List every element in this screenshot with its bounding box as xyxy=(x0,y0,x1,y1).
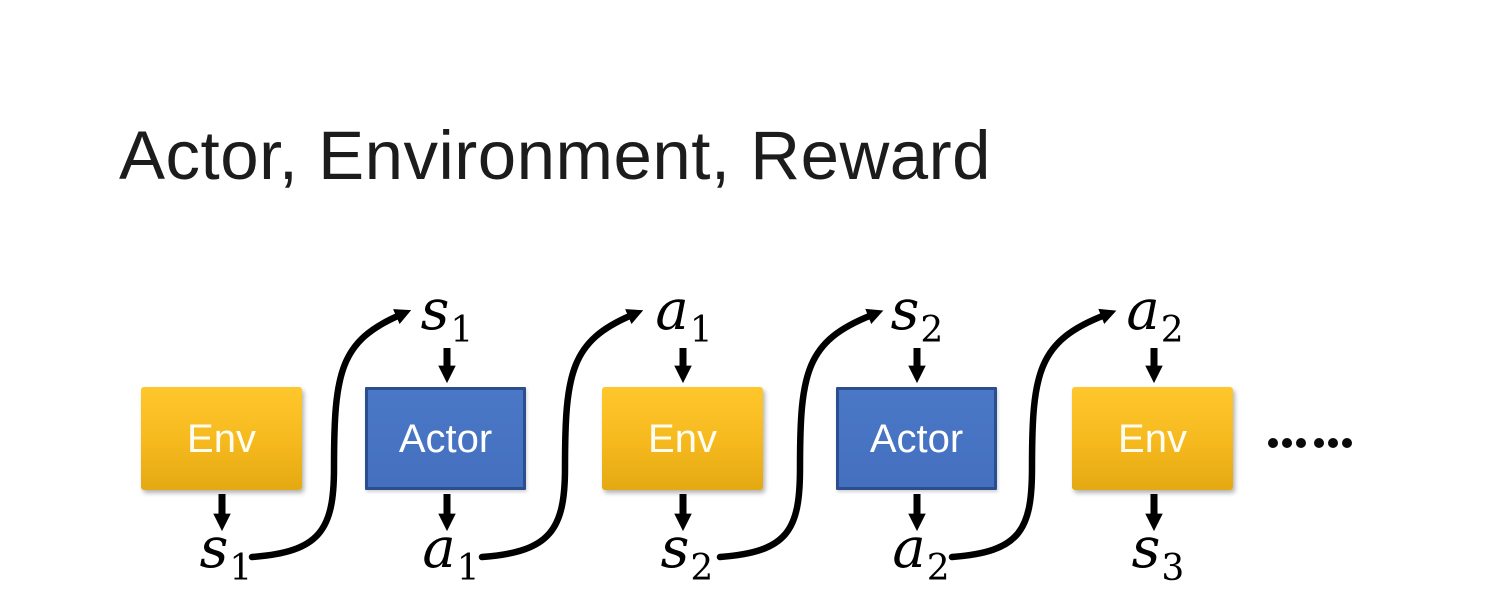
label-s2-top-main: s xyxy=(890,278,920,343)
slide-title: Actor, Environment, Reward xyxy=(119,117,992,194)
env-box-1: Env xyxy=(141,387,302,490)
label-s2-top-sub: 2 xyxy=(920,310,944,351)
label-a2-bottom-main: a xyxy=(892,516,926,581)
label-s1-top-main: s xyxy=(420,278,450,343)
label-a1-bottom-sub: 1 xyxy=(456,548,480,589)
label-a1-bottom-main: a xyxy=(422,516,456,581)
dot xyxy=(1342,438,1352,448)
label-s1-top-sub: 1 xyxy=(450,310,474,351)
ellipsis-dots: …… xyxy=(1268,438,1356,448)
label-s2-bottom-main: s xyxy=(660,516,690,581)
actor-box-1-label: Actor xyxy=(398,416,493,461)
label-a1-top-sub: 1 xyxy=(689,310,713,351)
label-s2-top: s2 xyxy=(891,283,944,349)
label-a2-bottom-sub: 2 xyxy=(926,548,950,589)
label-s2-bottom: s2 xyxy=(661,521,714,587)
label-s3-bottom-main: s xyxy=(1131,516,1161,581)
label-s2-bottom-sub: 2 xyxy=(690,548,714,589)
label-s3-bottom-sub: 3 xyxy=(1161,548,1185,589)
label-a2-top: a2 xyxy=(1126,283,1183,349)
dot xyxy=(1296,438,1306,448)
actor-box-1: Actor xyxy=(365,387,526,490)
actor-box-2-label: Actor xyxy=(869,416,964,461)
actor-box-2: Actor xyxy=(836,387,997,490)
dot xyxy=(1314,438,1324,448)
dot xyxy=(1282,438,1292,448)
env-box-2-label: Env xyxy=(648,416,717,461)
label-s1-top: s1 xyxy=(421,283,474,349)
env-box-3-label: Env xyxy=(1118,416,1187,461)
dot xyxy=(1328,438,1338,448)
label-a1-top: a1 xyxy=(655,283,712,349)
env-box-1-label: Env xyxy=(187,416,256,461)
dot xyxy=(1268,438,1278,448)
env-box-2: Env xyxy=(602,387,763,490)
label-s1-bottom-sub: 1 xyxy=(229,548,253,589)
label-s1-bottom: s1 xyxy=(200,521,253,587)
env-box-3: Env xyxy=(1072,387,1233,490)
label-s3-bottom: s3 xyxy=(1132,521,1185,587)
label-a1-top-main: a xyxy=(655,278,689,343)
label-a1-bottom: a1 xyxy=(422,521,479,587)
label-a2-top-main: a xyxy=(1126,278,1160,343)
top-input-arrows xyxy=(438,348,1163,384)
label-s1-bottom-main: s xyxy=(199,516,229,581)
bottom-output-arrows xyxy=(213,494,1163,532)
label-a2-top-sub: 2 xyxy=(1160,310,1184,351)
label-a2-bottom: a2 xyxy=(892,521,949,587)
